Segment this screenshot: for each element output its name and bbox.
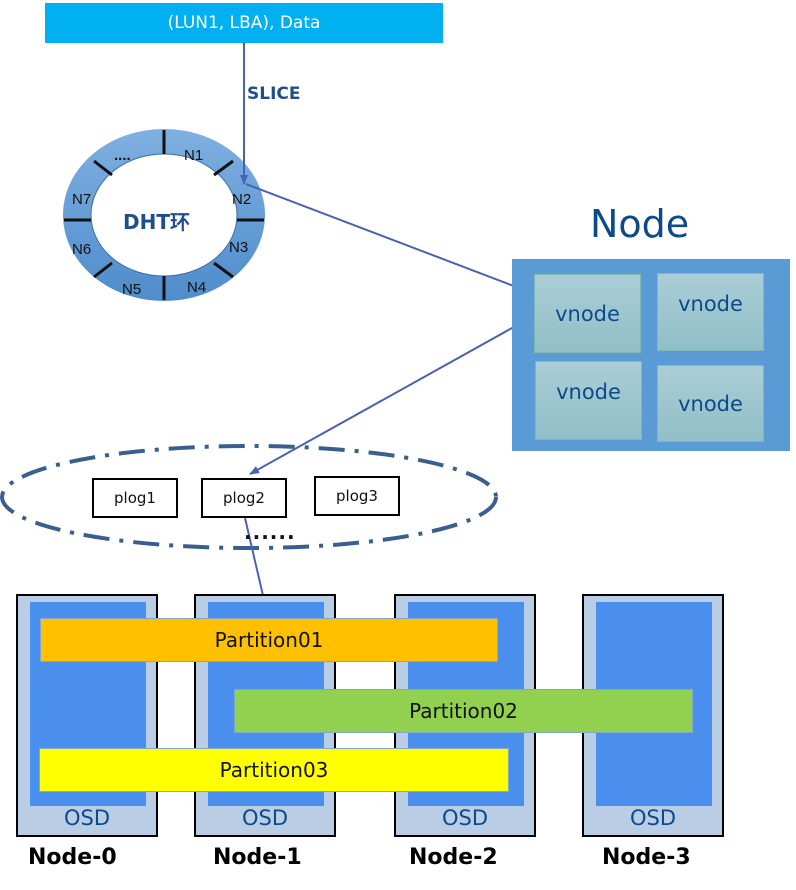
node-label-1: Node-1: [213, 845, 302, 870]
plog-more-indicator: ......: [244, 520, 296, 544]
partition-label: Partition03: [219, 758, 329, 782]
plog-label: plog3: [336, 487, 378, 505]
vnode-2: vnode: [657, 273, 764, 351]
plog-2: plog2: [201, 478, 287, 518]
node-label-2: Node-2: [409, 845, 498, 870]
ring-segment-n2: N2: [232, 191, 251, 208]
node-label-3: Node-3: [602, 845, 691, 870]
ring-segment-n7: N7: [72, 191, 91, 208]
input-data-label: (LUN1, LBA), Data: [167, 13, 321, 33]
vnode-label: vnode: [555, 301, 620, 326]
plog-group-ellipse: [0, 444, 498, 550]
dht-ring: N1 N2 N3 N4 N5 N6 N7 .... DHT环: [63, 129, 265, 301]
ring-segment-n1: N1: [184, 147, 203, 164]
ring-segment-n6: N6: [72, 241, 91, 258]
partition-02: Partition02: [234, 689, 693, 733]
osd-label: OSD: [441, 806, 489, 830]
partition-01: Partition01: [40, 618, 498, 662]
vnode-label: vnode: [678, 391, 743, 416]
node-title: Node: [590, 202, 690, 246]
osd-label: OSD: [629, 806, 677, 830]
plog-label: plog2: [223, 489, 265, 507]
partition-label: Partition01: [214, 628, 324, 652]
ring-segment-more: ....: [114, 147, 131, 164]
input-data-bar: (LUN1, LBA), Data: [45, 3, 443, 43]
vnode-label: vnode: [556, 380, 621, 404]
osd-label: OSD: [63, 806, 111, 830]
dht-ring-dividers: [64, 130, 264, 300]
vnode-1: vnode: [534, 274, 641, 353]
plog-3: plog3: [314, 476, 400, 516]
vnode-label: vnode: [678, 292, 743, 316]
vnode-3: vnode: [535, 361, 642, 440]
ring-segment-n3: N3: [229, 239, 248, 256]
dht-ring-label: DHT环: [123, 210, 190, 234]
vnode-4: vnode: [657, 365, 764, 442]
node-box: vnode vnode vnode vnode: [512, 259, 790, 451]
partition-03: Partition03: [39, 748, 509, 792]
ring-segment-n4: N4: [187, 279, 206, 296]
plog-label: plog1: [114, 489, 156, 507]
osd-label: OSD: [241, 806, 289, 830]
ring-segment-n5: N5: [122, 281, 141, 298]
partition-label: Partition02: [409, 699, 518, 723]
arrow-vnode-to-plog: [249, 317, 531, 475]
slice-label: SLICE: [247, 84, 301, 104]
node-label-0: Node-0: [28, 845, 117, 870]
arrow-ring-to-vnode: [245, 183, 541, 297]
plog-1: plog1: [92, 478, 178, 518]
